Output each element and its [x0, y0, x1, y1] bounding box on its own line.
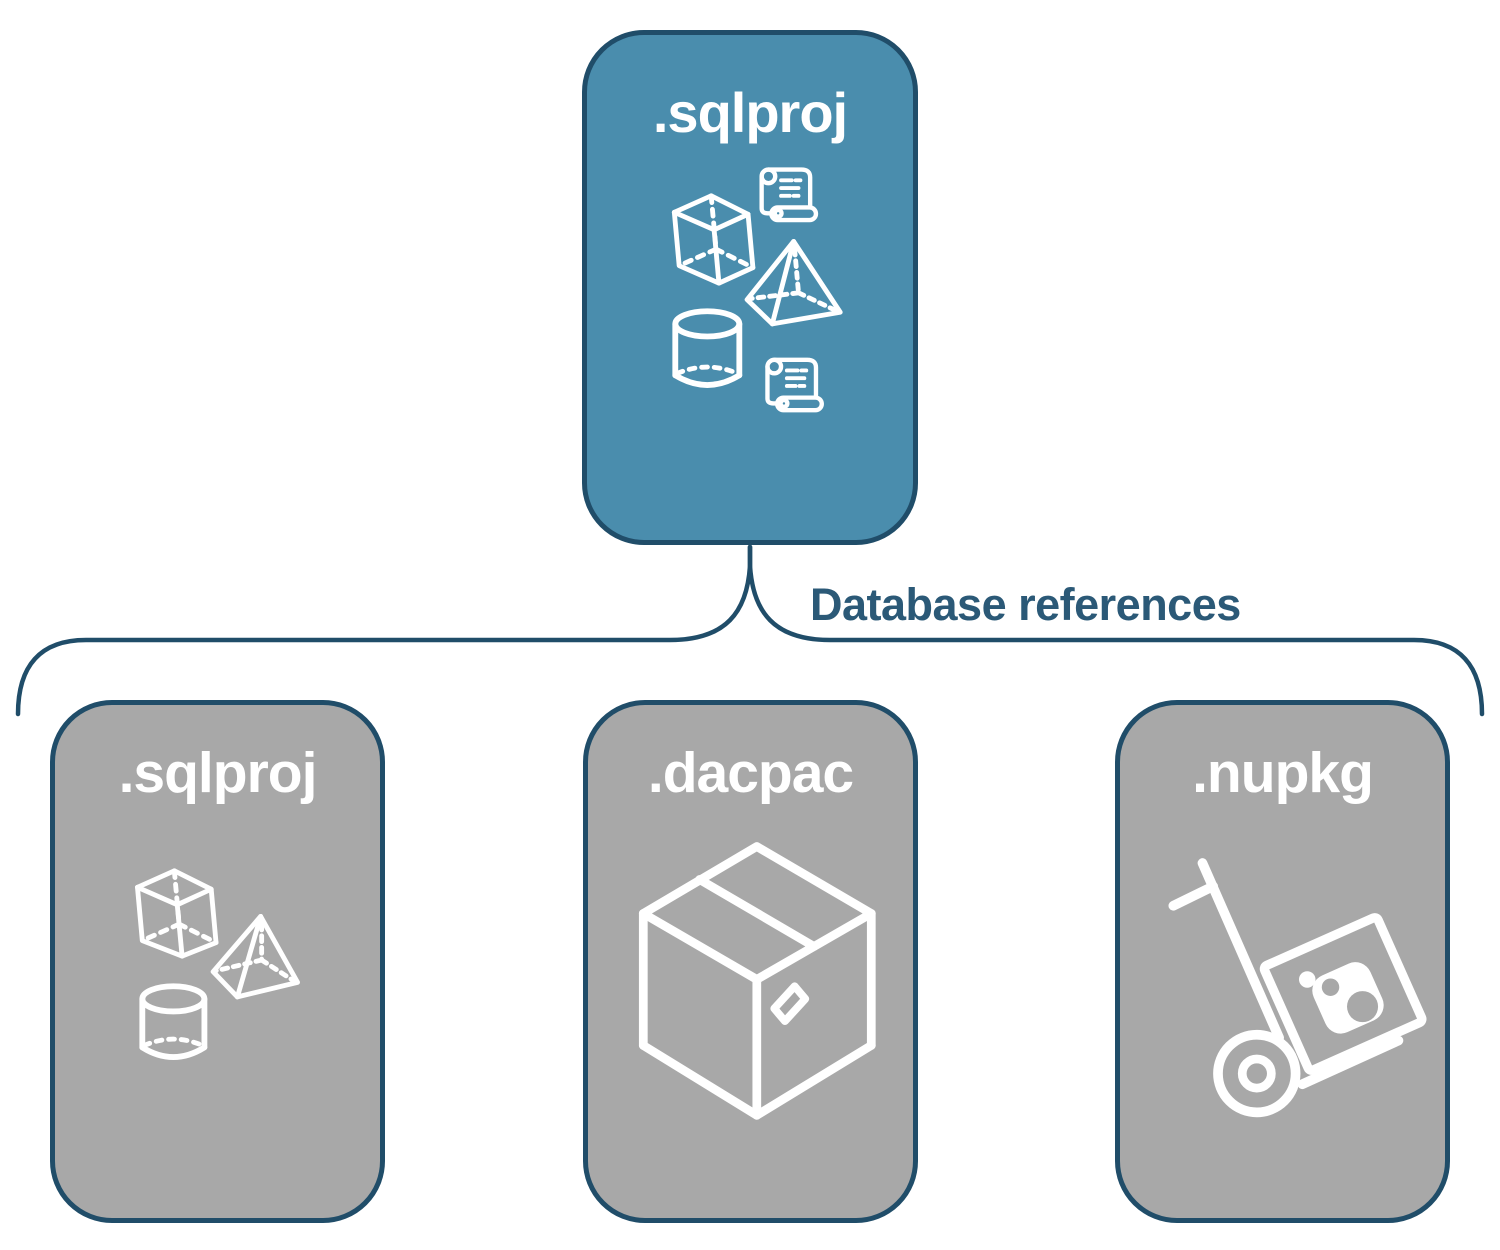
root-node-title: .sqlproj — [652, 81, 848, 144]
node-root-sqlproj: .sqlproj — [582, 30, 918, 545]
child-node-title: .dacpac — [647, 741, 854, 805]
scroll-icon — [765, 357, 824, 413]
nuget-delivery-icons — [1168, 858, 1427, 1118]
brace-left-curve — [15, 544, 753, 717]
child-node-title: .sqlproj — [118, 741, 318, 805]
hand-truck-icon — [1168, 858, 1427, 1118]
node-child-dacpac: .dacpac — [583, 700, 918, 1223]
pyramid-icon — [210, 913, 300, 1000]
cube-icon — [671, 193, 756, 286]
package-box-icon — [638, 842, 876, 1120]
node-child-sqlproj: .sqlproj — [50, 700, 385, 1223]
cube-icon — [135, 868, 219, 959]
connector-label: Database references — [810, 579, 1241, 630]
nuget-package-icon — [1298, 962, 1384, 1034]
scroll-icon — [759, 167, 819, 223]
sql-objects-icons — [671, 167, 843, 413]
cylinder-icon — [672, 308, 743, 388]
sql-objects-icons — [135, 868, 300, 1060]
brace-right-curve — [747, 544, 1485, 717]
node-child-nupkg: .nupkg — [1115, 700, 1450, 1223]
child-node-title: .nupkg — [1192, 741, 1374, 805]
package-icons — [638, 842, 876, 1120]
cylinder-icon — [139, 983, 208, 1060]
pyramid-icon — [744, 238, 843, 327]
